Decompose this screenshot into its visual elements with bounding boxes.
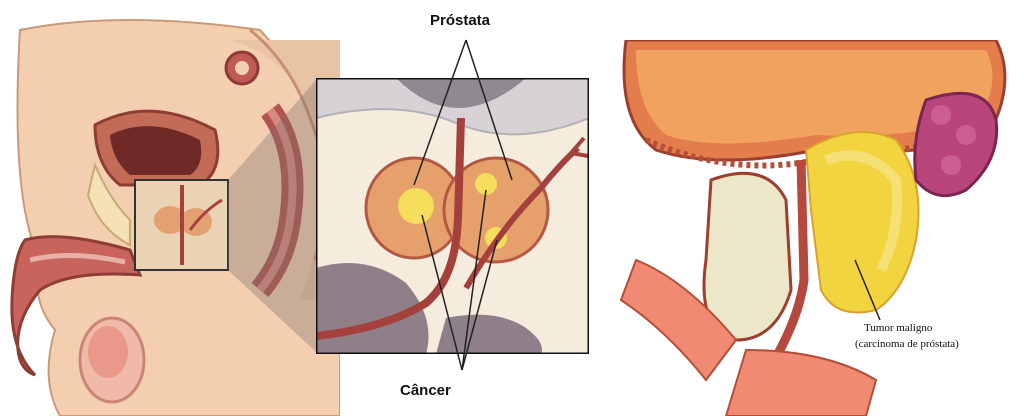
prostate-magnified-inset	[316, 78, 589, 354]
prostate-pale-lobe	[704, 173, 791, 340]
prostate-carcinoma-illustration	[596, 40, 1024, 416]
tumor-spot-1	[398, 188, 434, 224]
cancer-label: Câncer	[400, 382, 451, 399]
tumor-label-line-1: Tumor maligno	[864, 322, 932, 334]
tumor-label-line-2: (carcinoma de próstata)	[855, 338, 959, 350]
tumor-spot-2	[475, 173, 497, 195]
pelvis-sagittal-illustration	[0, 0, 340, 416]
prostate-label: Próstata	[430, 12, 490, 29]
